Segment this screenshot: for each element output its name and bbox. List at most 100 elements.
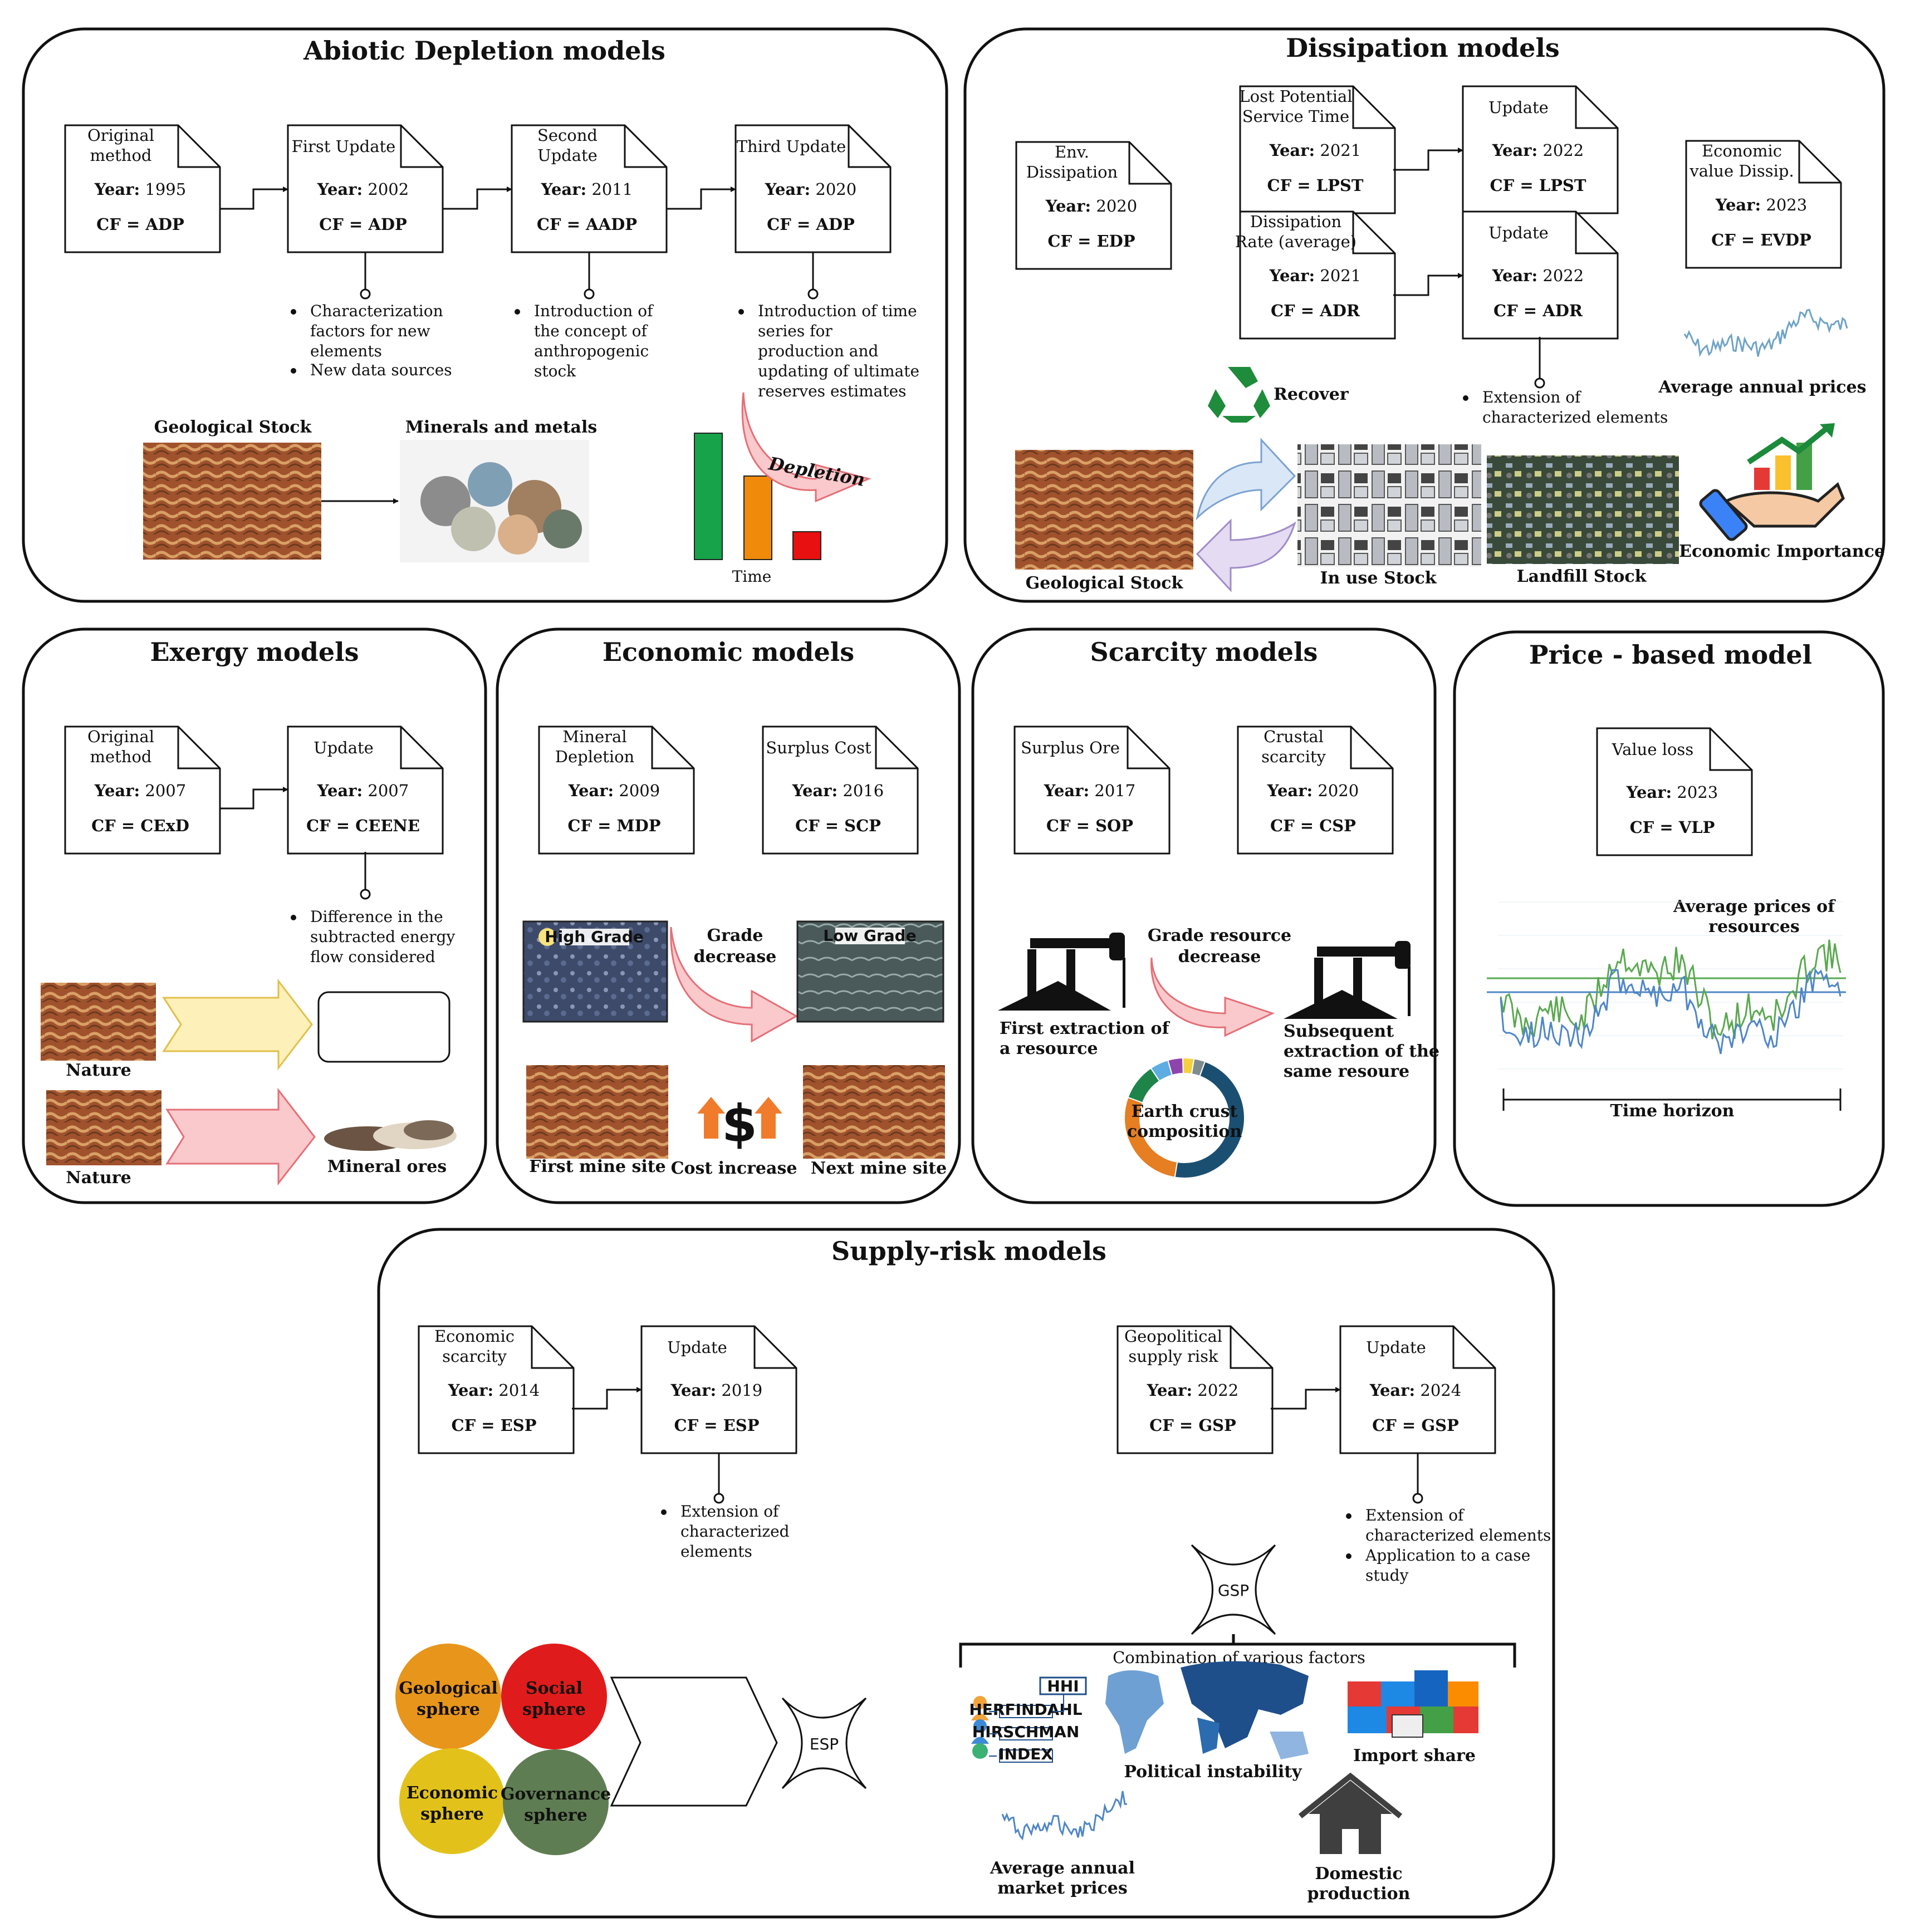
sphere-label: sphere <box>420 1804 484 1824</box>
abiotic-geological-label: Geological Stock <box>154 418 312 437</box>
abiotic-note-line: elements <box>310 342 382 360</box>
minerals-image <box>400 440 589 562</box>
house-icon <box>1298 1772 1403 1854</box>
depletion-bar <box>694 433 723 560</box>
exergy-note-line: Difference in the <box>310 908 443 926</box>
economic-importance-icon <box>1699 423 1845 541</box>
doc-title: Surplus Ore <box>1021 738 1120 757</box>
market-prices-line: market prices <box>997 1879 1128 1898</box>
doc-year: Year: 2017 <box>1044 781 1135 800</box>
doc-cf: CF = GSP <box>1149 1416 1236 1435</box>
doc-title-line2: method <box>90 747 151 766</box>
price-chart-grid <box>1498 901 1843 1070</box>
esp-star <box>781 1697 867 1789</box>
import-share-label: Import share <box>1353 1746 1476 1766</box>
recover-label: Recover <box>1274 385 1349 404</box>
doc-title-line2: scarcity <box>1261 747 1326 766</box>
doc-cf: CF = GSP <box>1372 1416 1459 1435</box>
doc-year: Year: 2009 <box>568 781 660 800</box>
gsp-note-line: Extension of <box>1365 1506 1465 1524</box>
gsp-note-line: study <box>1365 1566 1409 1585</box>
doc-year: Year: 2021 <box>1269 266 1361 285</box>
esp-note-line: characterized <box>680 1522 790 1541</box>
doc-year: Year: 2020 <box>765 180 856 199</box>
doc-title-line1: Second <box>537 126 598 145</box>
cost-increase-label: Cost increase <box>671 1159 797 1178</box>
earth-crust-line: composition <box>1127 1122 1242 1141</box>
doc-year: Year: 2002 <box>317 180 409 199</box>
doc-title: Update <box>314 738 374 757</box>
technological-system-box <box>317 991 450 1063</box>
doc-year: Year: 2021 <box>1269 141 1361 160</box>
doc-title-line2: Service Time <box>1242 107 1349 126</box>
doc-cf: CF = SOP <box>1046 816 1133 835</box>
domestic-production-line: production <box>1307 1884 1411 1904</box>
doc-title-line1: Mineral <box>562 727 626 746</box>
doc-year: Year: 2020 <box>1045 197 1137 215</box>
sphere-label: sphere <box>417 1700 480 1719</box>
next-mine-image <box>803 1065 945 1159</box>
supply-panel <box>377 1228 1555 1919</box>
doc-cf: CF = AADP <box>537 215 637 234</box>
doc-cf: CF = ESP <box>451 1416 536 1435</box>
combination-arrow-shape <box>610 1676 778 1807</box>
exergy-nature-image-2 <box>46 1090 161 1165</box>
dissipation-note-line: Extension of <box>1482 388 1582 406</box>
doc-year: Year: 2020 <box>1267 781 1359 800</box>
flow-arrow-to-use <box>1196 438 1296 521</box>
scarcity-title: Scarcity models <box>1090 637 1318 667</box>
doc-title-line2: Dissipation <box>1026 163 1118 182</box>
doc-title-line2: Depletion <box>555 747 634 766</box>
mineral-ores-image <box>324 1120 457 1151</box>
cost-increase-icon: $ <box>697 1094 782 1154</box>
doc-title-line1: Economic <box>1702 141 1782 160</box>
landfill-stock-label: Landfill Stock <box>1517 567 1647 586</box>
doc-title: Update <box>667 1338 727 1357</box>
esp-note-line: Extension of <box>680 1502 780 1521</box>
average-annual-prices-label: Average annual prices <box>1658 377 1867 397</box>
doc-title-line2: scarcity <box>442 1347 507 1366</box>
price-series-blue <box>1500 968 1842 1055</box>
landfill-stock-image <box>1487 455 1679 564</box>
doc-title: Surplus Cost <box>766 738 871 757</box>
grade-decrease-arrow <box>670 926 799 1043</box>
doc-cf: CF = EVDP <box>1711 231 1811 249</box>
in-use-stock-image <box>1297 444 1481 567</box>
doc-title: Update <box>1366 1338 1426 1357</box>
dissipation-note-line: characterized elements <box>1482 408 1668 426</box>
minerals-label: Minerals and metals <box>405 418 598 437</box>
doc-title: Update <box>1488 223 1549 242</box>
price-title: Price - based model <box>1529 640 1812 670</box>
abiotic-note-line: the concept of <box>534 322 649 340</box>
doc-title-line2: Rate (average) <box>1235 232 1356 251</box>
doc-title-line1: Env. <box>1055 143 1089 161</box>
abiotic-note-line: Introduction of time <box>758 302 917 320</box>
sphere-circle <box>399 1748 505 1854</box>
domestic-production-line: Domestic <box>1315 1864 1402 1884</box>
sphere-label: Geological <box>399 1679 498 1698</box>
low-grade-label: Low Grade <box>823 926 916 945</box>
doc-title: First Update <box>292 137 396 156</box>
doc-title-line2: value Dissip. <box>1689 161 1794 180</box>
doc-year: Year: 2023 <box>1626 783 1718 802</box>
doc-cf: CF = CExD <box>91 816 189 835</box>
exergy-note-line: subtracted energy <box>310 928 455 946</box>
first-mine-label: First mine site <box>529 1157 665 1176</box>
doc-year: Year: 2014 <box>448 1381 540 1400</box>
sphere-circle <box>501 1644 607 1749</box>
dissipation-title: Dissipation models <box>1286 33 1560 63</box>
svg-text:INDEX: INDEX <box>998 1745 1053 1763</box>
svg-text:HERFINDAHL: HERFINDAHL <box>969 1700 1082 1719</box>
average-prices-line: Average prices of <box>1673 897 1836 916</box>
gsp-star <box>1191 1544 1276 1635</box>
doc-cf: CF = ESP <box>674 1416 759 1435</box>
